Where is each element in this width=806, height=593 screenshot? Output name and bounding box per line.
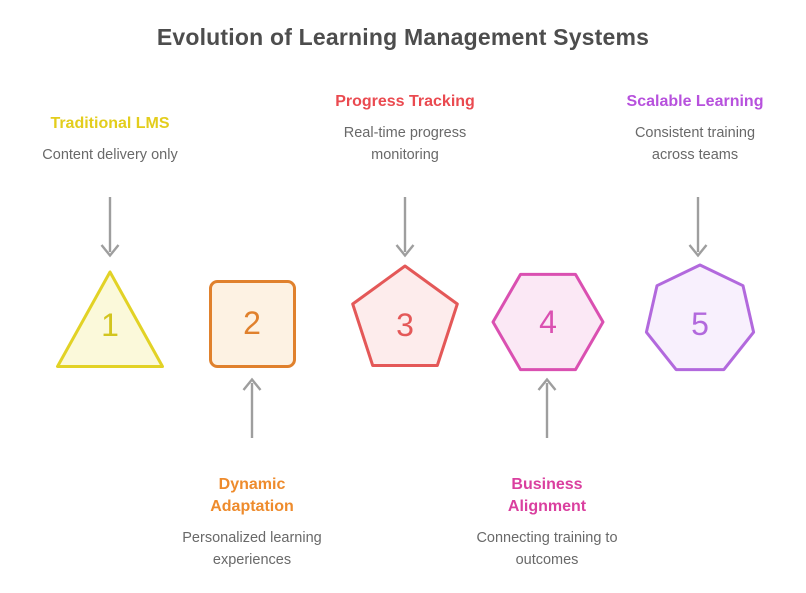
stage-1-text-block: Traditional LMS Content delivery only xyxy=(25,113,195,166)
up-arrow-stage-2 xyxy=(242,377,262,438)
stage-3-text-block: Progress Tracking Real-time progress mon… xyxy=(320,91,490,166)
diagram-title: Evolution of Learning Management Systems xyxy=(156,24,650,50)
down-arrow-stage-1 xyxy=(100,197,120,258)
up-arrow-stage-4 xyxy=(537,377,557,438)
stage-3-description: Real-time progress monitoring xyxy=(343,125,467,163)
down-arrow-stage-5 xyxy=(688,197,708,258)
stage-4-number: 4 xyxy=(539,304,557,340)
stage-2-number: 2 xyxy=(243,305,261,341)
stage-2-description: Personalized learning experiences xyxy=(182,530,322,568)
stage-4-text-block: Business Alignment Connecting training t… xyxy=(462,474,632,571)
stage-4-label: Business Alignment xyxy=(507,476,587,515)
stage-5-label: Scalable Learning xyxy=(626,93,764,110)
stage-3-pentagon-shape xyxy=(351,264,459,367)
stage-1-number: 1 xyxy=(101,307,119,343)
arrow-head-icon xyxy=(100,244,120,258)
stage-5-heptagon-shape xyxy=(644,263,756,372)
stage-5-number: 5 xyxy=(691,306,709,342)
down-arrow-stage-3 xyxy=(395,197,415,258)
stage-2-label: Dynamic Adaptation xyxy=(210,476,294,515)
stage-1-label: Traditional LMS xyxy=(50,115,170,132)
stage-2-square-shape xyxy=(209,280,296,368)
arrow-head-icon xyxy=(395,244,415,258)
stage-4-description: Connecting training to outcomes xyxy=(476,530,618,568)
stage-3-label: Progress Tracking xyxy=(335,93,475,110)
arrow-head-icon xyxy=(688,244,708,258)
stage-3-number: 3 xyxy=(396,307,414,343)
stage-1-description: Content delivery only xyxy=(42,147,178,163)
stage-4-hexagon-shape xyxy=(491,272,605,372)
stage-2-text-block: Dynamic Adaptation Personalized learning… xyxy=(167,474,337,571)
stage-5-text-block: Scalable Learning Consistent training ac… xyxy=(610,91,780,166)
stage-1-triangle-shape xyxy=(56,270,164,368)
arrow-head-icon xyxy=(242,377,262,391)
stage-5-description: Consistent training across teams xyxy=(634,125,756,163)
arrow-head-icon xyxy=(537,377,557,391)
